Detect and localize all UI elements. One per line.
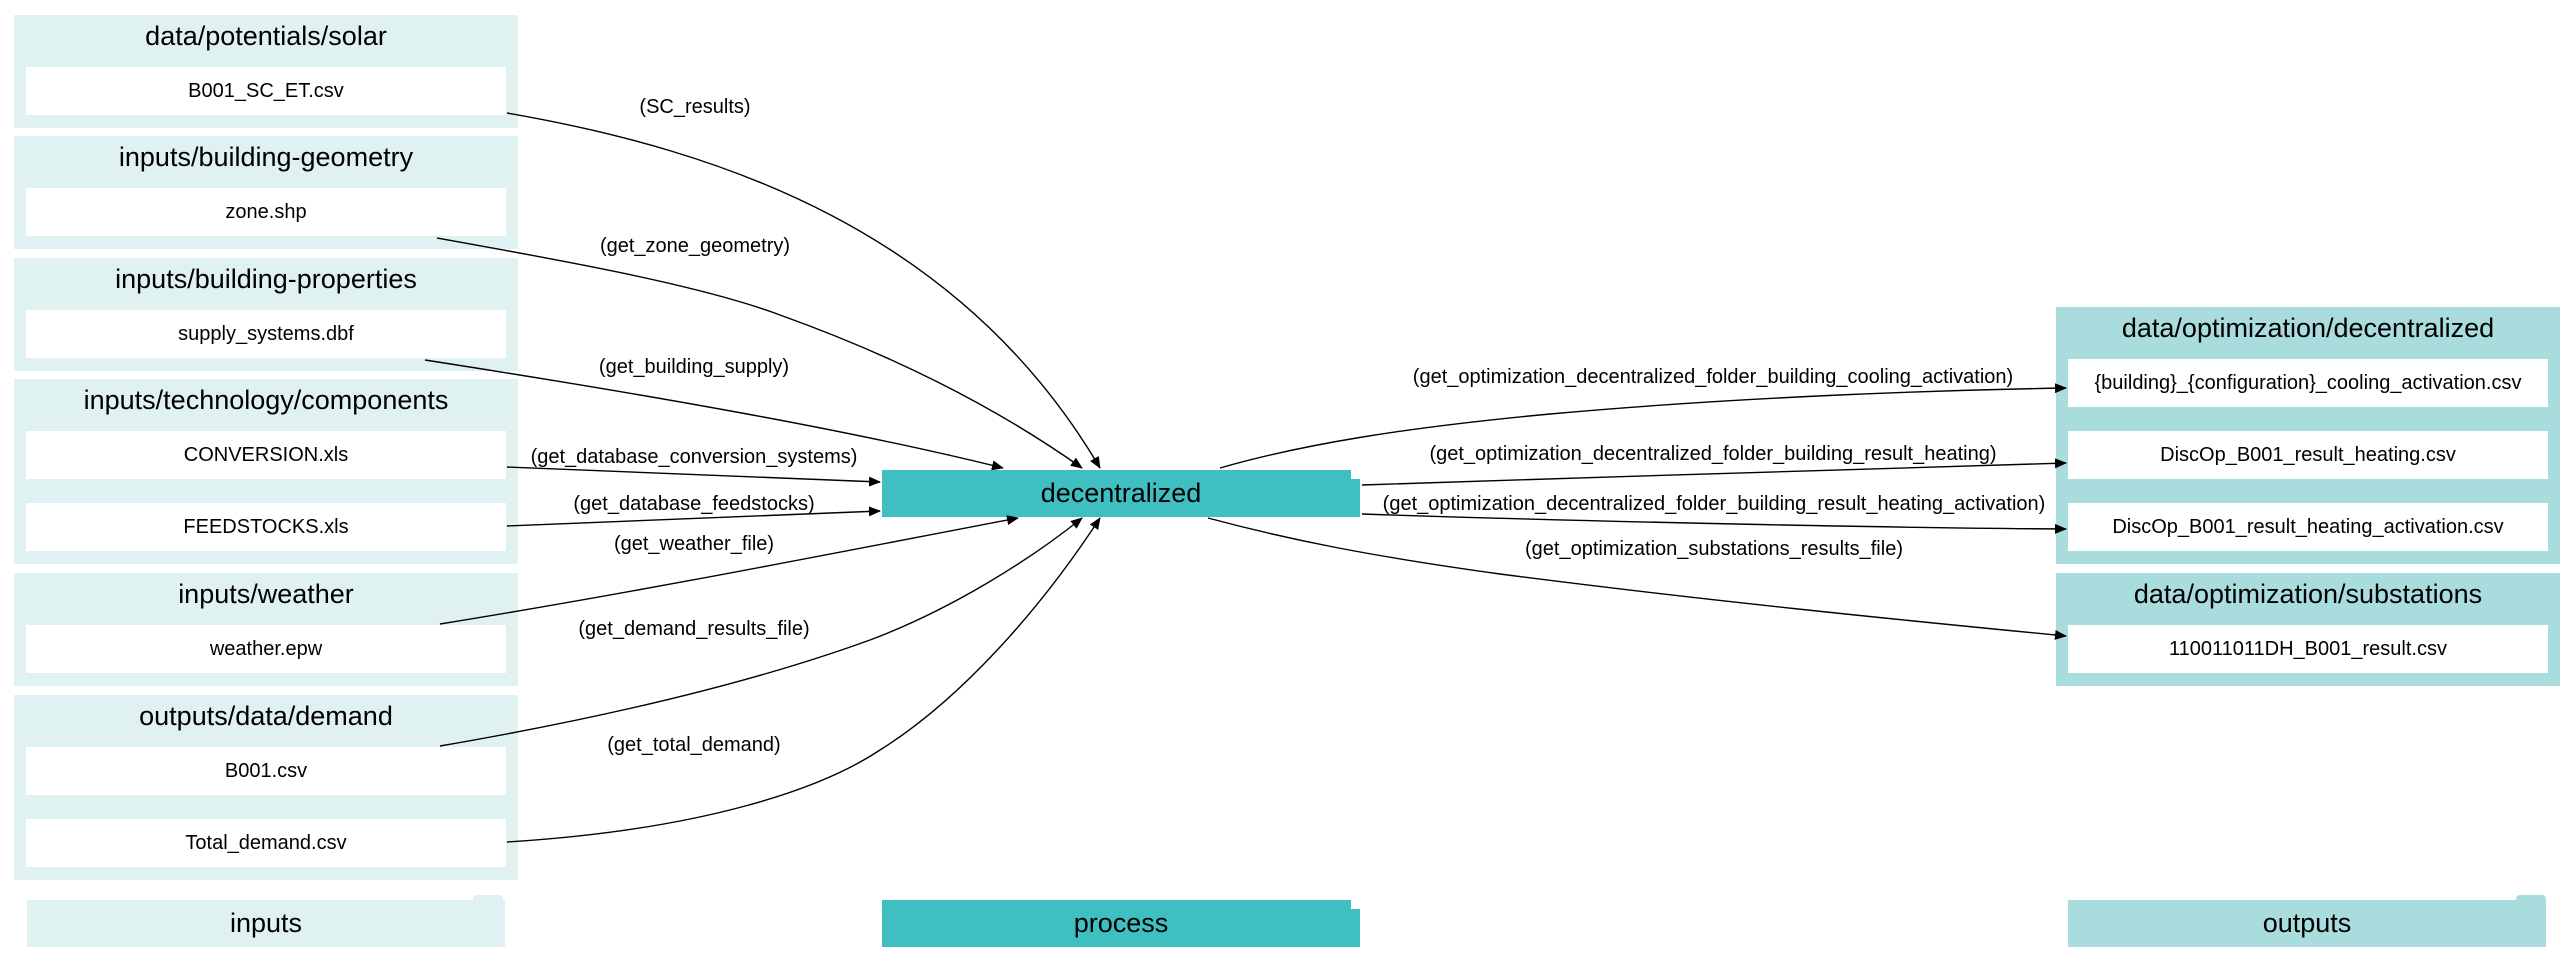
cluster-building-properties: inputs/building-properties supply_system… [14, 258, 518, 371]
cluster-demand: outputs/data/demand B001.csv Total_deman… [14, 695, 518, 880]
cluster-title: data/potentials/solar [145, 21, 387, 51]
file-node[interactable]: DiscOp_B001_result_heating_activation.cs… [2068, 503, 2548, 551]
cluster-title: data/optimization/substations [2133, 579, 2483, 609]
file-node[interactable]: DiscOp_B001_result_heating.csv [2068, 431, 2548, 479]
edge-building-supply [424, 359, 1004, 471]
edge-label: (get_database_conversion_systems) [531, 446, 858, 468]
cluster-title: data/optimization/decentralized [2121, 313, 2495, 343]
edge-result-heating [1361, 458, 2067, 486]
file-node[interactable]: FEEDSTOCKS.xls [26, 503, 506, 551]
cluster-technology-components: inputs/technology/components CONVERSION.… [14, 379, 518, 564]
file-node[interactable]: B001_SC_ET.csv [26, 67, 506, 115]
file-node[interactable]: B001.csv [26, 747, 506, 795]
cluster-building-geometry: inputs/building-geometry zone.shp [14, 136, 518, 249]
cluster-solar: data/potentials/solar B001_SC_ET.csv [14, 15, 518, 128]
file-node[interactable]: 110011011DH_B001_result.csv [2068, 625, 2548, 673]
cluster-title: inputs/technology/components [83, 385, 449, 415]
edge-label: (get_database_feedstocks) [573, 493, 814, 515]
cluster-title: inputs/weather [178, 579, 354, 609]
cluster-title: inputs/building-geometry [118, 142, 414, 172]
edge-label: (get_total_demand) [607, 734, 780, 756]
edge-label: (get_optimization_substations_results_fi… [1525, 538, 1903, 560]
folder-corner-icon [473, 895, 503, 904]
edge-total-demand [506, 517, 1101, 843]
legend-process: process [882, 900, 1360, 947]
file-node[interactable]: weather.epw [26, 625, 506, 673]
edge-demand-results [439, 517, 1083, 747]
edge-weather [439, 515, 1019, 625]
folder-corner-icon [1351, 470, 1360, 479]
legend-outputs: outputs [2068, 900, 2546, 947]
file-node[interactable]: {building}_{configuration}_cooling_activ… [2068, 359, 2548, 407]
cluster-optimization-decentralized: data/optimization/decentralized {buildin… [2056, 307, 2560, 564]
file-node[interactable]: Total_demand.csv [26, 819, 506, 867]
cluster-weather: inputs/weather weather.epw [14, 573, 518, 686]
file-node[interactable]: zone.shp [26, 188, 506, 236]
edge-label: (get_demand_results_file) [578, 618, 809, 640]
cluster-title: outputs/data/demand [139, 701, 393, 731]
folder-corner-icon [2516, 895, 2546, 904]
edge-heating-activation [1361, 513, 2067, 534]
edge-substations [1207, 517, 2067, 640]
edge-label: (SC_results) [639, 96, 750, 118]
process-node[interactable]: decentralized [882, 470, 1360, 517]
edge-sc-results [506, 112, 1101, 469]
edge-cooling-activation [1219, 383, 2067, 469]
edge-conversion [506, 466, 881, 487]
file-node[interactable]: supply_systems.dbf [26, 310, 506, 358]
edge-label: (get_optimization_decentralized_folder_b… [1413, 366, 2013, 388]
edge-label: (get_weather_file) [614, 533, 774, 555]
edge-label: (get_optimization_decentralized_folder_b… [1383, 493, 2046, 515]
cluster-optimization-substations: data/optimization/substations 110011011D… [2056, 573, 2560, 686]
cluster-title: inputs/building-properties [115, 264, 417, 294]
file-node[interactable]: CONVERSION.xls [26, 431, 506, 479]
edge-label: (get_building_supply) [599, 356, 789, 378]
legend-inputs: inputs [27, 900, 505, 947]
edge-feedstocks [506, 506, 881, 527]
edge-zone-geometry [436, 237, 1083, 469]
edge-label: (get_optimization_decentralized_folder_b… [1429, 443, 1996, 465]
folder-corner-icon [1351, 900, 1360, 909]
edge-label: (get_zone_geometry) [600, 235, 790, 257]
